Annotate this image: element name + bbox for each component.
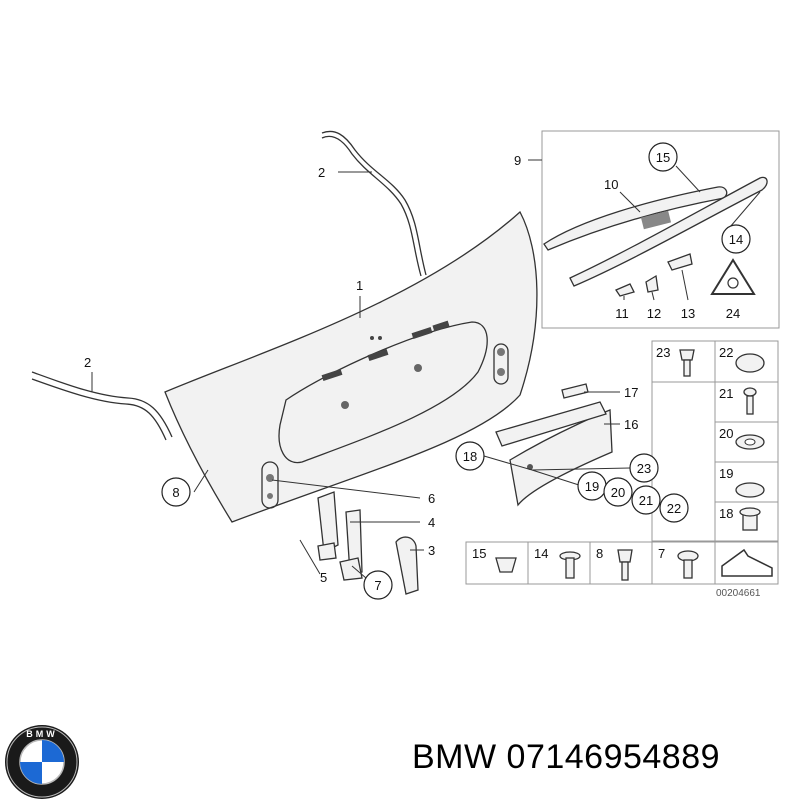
bmw-logo: BMW: [5, 725, 79, 799]
callout-5: 5: [320, 570, 327, 585]
logo-text: BMW: [26, 729, 58, 739]
callout-18: 18: [463, 449, 477, 464]
callout-21: 21: [639, 493, 653, 508]
grid-label-21: 21: [719, 386, 733, 401]
hinge-bracket: [317, 491, 339, 553]
callout-1: 1: [356, 278, 363, 293]
callout-12: 12: [647, 306, 661, 321]
handle-strip-10: [543, 186, 728, 251]
callout-9: 9: [514, 153, 521, 168]
callout-6: 6: [428, 491, 435, 506]
callout-24: 24: [726, 306, 740, 321]
callout-20: 20: [611, 485, 625, 500]
grid-label-19: 19: [719, 466, 733, 481]
license-plate-bracket: [509, 409, 613, 507]
tailgate-seal-upper: [321, 130, 427, 276]
grid-label-14: 14: [534, 546, 548, 561]
grid-label-7: 7: [658, 546, 665, 561]
grid-label-23: 23: [656, 345, 670, 360]
callout-3: 3: [428, 543, 435, 558]
callout-10: 10: [604, 177, 618, 192]
grid-label-18: 18: [719, 506, 733, 521]
grid-label-8: 8: [596, 546, 603, 561]
arrow-icon: [721, 548, 773, 577]
callout-13: 13: [681, 306, 695, 321]
callout-17: 17: [624, 385, 638, 400]
part-caption: BMW 07146954889: [412, 738, 721, 776]
callout-4: 4: [428, 515, 435, 530]
callout-16: 16: [624, 417, 638, 432]
callout-2: 2: [318, 165, 325, 180]
warning-triangle-icon: [710, 258, 756, 295]
tailgate-seal-lower: [31, 371, 173, 438]
handle-strip-14: [569, 176, 768, 287]
parts-diagram: 1 2 2 3 4 5 6 7 8 9 10 15 14 11 12 13 24…: [31, 130, 780, 600]
callout-19: 19: [585, 479, 599, 494]
drawing-reference: 00204661: [716, 588, 761, 599]
callout-14: 14: [729, 232, 743, 247]
callout-7: 7: [374, 578, 381, 593]
callout-8: 8: [172, 485, 179, 500]
tailgate-panel: [164, 210, 538, 523]
callout-15: 15: [656, 150, 670, 165]
callout-23: 23: [637, 461, 651, 476]
callout-22: 22: [667, 501, 681, 516]
grid-label-15: 15: [472, 546, 486, 561]
grid-label-20: 20: [719, 426, 733, 441]
grid-label-22: 22: [719, 345, 733, 360]
callout-2: 2: [84, 355, 91, 370]
callout-11: 11: [615, 306, 629, 321]
